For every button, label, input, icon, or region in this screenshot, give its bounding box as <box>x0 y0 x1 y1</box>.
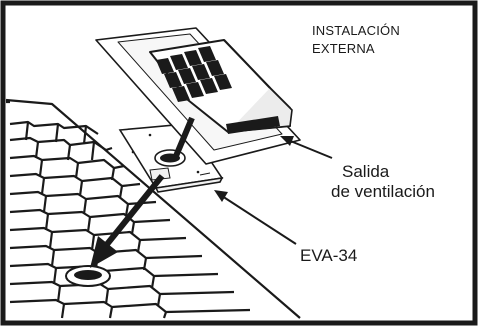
vent-outlet-assembly <box>95 27 301 165</box>
roof-hole <box>65 265 111 287</box>
vent-label-line-1: Salida <box>342 162 390 181</box>
title-line-1: INSTALACIÓN <box>312 23 400 38</box>
title-line-2: EXTERNA <box>312 41 375 56</box>
callout-arrow-vent <box>280 136 333 159</box>
vent-label-line-2: de ventilación <box>331 182 435 201</box>
flange-label: EVA-34 <box>300 246 358 265</box>
roof-shingles <box>5 98 301 319</box>
insertion-arrow <box>90 174 165 268</box>
callout-arrow-flange <box>214 190 297 245</box>
duct-line <box>173 116 195 158</box>
